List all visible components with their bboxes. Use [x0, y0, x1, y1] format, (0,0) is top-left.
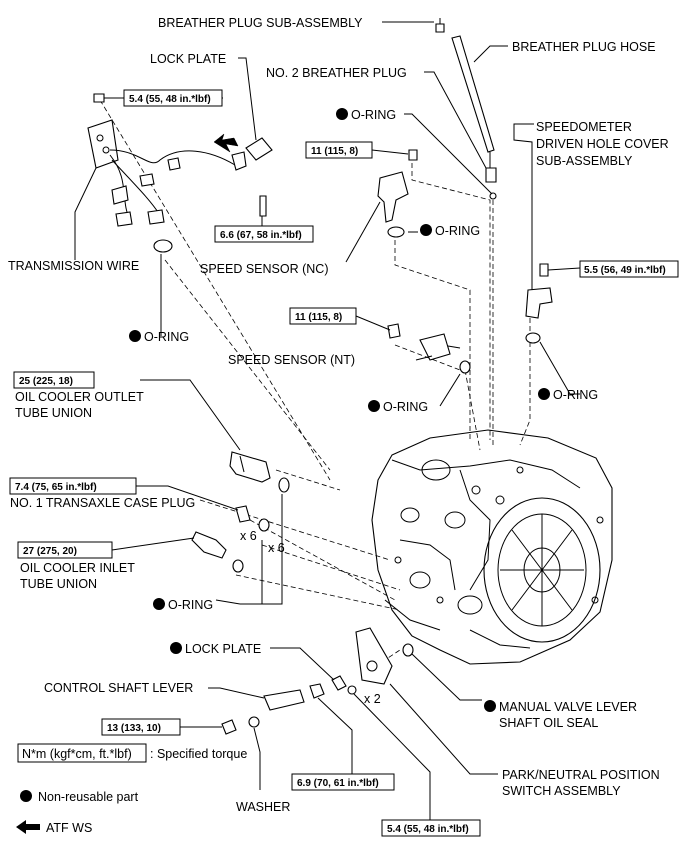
- label-oil-cooler-outlet-1: OIL COOLER OUTLET: [15, 390, 144, 404]
- torque-outlet-union: 25 (225, 18): [19, 376, 73, 387]
- label-speedometer-3: SUB-ASSEMBLY: [536, 154, 633, 168]
- label-speed-sensor-nt: SPEED SENSOR (NT): [228, 353, 355, 367]
- torque-speed-sensor-nc: 11 (115, 8): [311, 146, 358, 157]
- label-lock-plate-top: LOCK PLATE: [150, 52, 226, 66]
- part-labels: BREATHER PLUG SUB-ASSEMBLY BREATHER PLUG…: [8, 16, 669, 814]
- legend-unit-text: N*m (kgf*cm, ft.*lbf): [22, 747, 132, 761]
- torque-speed-sensor-nt: 11 (115, 8): [295, 312, 342, 323]
- torque-pn-switch: 5.4 (55, 48 in.*lbf): [387, 824, 469, 835]
- legend-non-reusable-icon: [20, 790, 32, 802]
- legend-unit-box: [17, 743, 147, 763]
- torque-boxes: 5.4 (55, 48 in.*lbf) 6.6 (67, 58 in.*lbf…: [9, 89, 679, 837]
- torque-box-transmission-wire: [123, 89, 223, 107]
- label-lock-plate-bottom: LOCK PLATE: [185, 642, 261, 656]
- torque-box-lock-plate: [214, 225, 314, 243]
- legend: N*m (kgf*cm, ft.*lbf) : Specified torque…: [16, 743, 247, 835]
- sensor-parts: [377, 149, 553, 374]
- torque-box-pn-switch: [381, 819, 481, 837]
- torque-box-inlet-union: [17, 541, 113, 559]
- non-reusable-mark-a: [336, 108, 348, 120]
- torque-box-outlet-union: [13, 371, 95, 389]
- torque-box-speed-sensor-nc: [305, 141, 373, 159]
- label-speed-sensor-nc: SPEED SENSOR (NC): [200, 262, 329, 276]
- label-oil-cooler-inlet-1: OIL COOLER INLET: [20, 561, 135, 575]
- legend-arrow-icon: [16, 820, 40, 834]
- label-park-neutral-1: PARK/NEUTRAL POSITION: [502, 768, 660, 782]
- label-oring-c: O-RING: [144, 330, 189, 344]
- breather-plug-parts: [435, 18, 497, 200]
- non-reusable-mark-d: [368, 400, 380, 412]
- legend-non-reusable-text: Non-reusable part: [38, 790, 139, 804]
- non-reusable-mark-f: [153, 598, 165, 610]
- transaxle-case: [371, 429, 613, 665]
- legend-unit-desc: : Specified torque: [150, 747, 247, 761]
- label-oring-a: O-RING: [351, 108, 396, 122]
- torque-box-lever-nut: [101, 718, 181, 736]
- torque-lever-nut: 13 (133, 10): [107, 723, 161, 734]
- label-oring-b: O-RING: [435, 224, 480, 238]
- non-reusable-mark-h: [484, 700, 496, 712]
- lower-parts: [221, 627, 414, 735]
- label-no1-case-plug: NO. 1 TRANSAXLE CASE PLUG: [10, 496, 195, 510]
- label-breather-plug-hose: BREATHER PLUG HOSE: [512, 40, 656, 54]
- assembly-lines: [99, 99, 531, 676]
- legend-atf-text: ATF WS: [46, 821, 92, 835]
- non-reusable-mark-e: [538, 388, 550, 400]
- label-breather-plug-sub: BREATHER PLUG SUB-ASSEMBLY: [158, 16, 363, 30]
- torque-box-speed-sensor-nt: [289, 307, 357, 325]
- torque-box-lever-nut2: [291, 773, 395, 791]
- label-park-neutral-2: SWITCH ASSEMBLY: [502, 784, 621, 798]
- leader-lines: [74, 21, 581, 820]
- torque-transmission-wire: 5.4 (55, 48 in.*lbf): [129, 94, 211, 105]
- label-oil-cooler-outlet-2: TUBE UNION: [15, 406, 92, 420]
- label-oring-f: O-RING: [168, 598, 213, 612]
- union-parts: [191, 451, 290, 605]
- torque-speedometer: 5.5 (56, 49 in.*lbf): [584, 265, 666, 276]
- non-reusable-mark-b: [420, 224, 432, 236]
- label-control-shaft-lever: CONTROL SHAFT LEVER: [44, 681, 193, 695]
- torque-lever-nut2: 6.9 (70, 61 in.*lbf): [297, 778, 379, 789]
- label-oil-cooler-inlet-2: TUBE UNION: [20, 577, 97, 591]
- label-x6-a: x 6: [240, 529, 257, 543]
- non-reusable-mark-g: [170, 642, 182, 654]
- label-oring-d: O-RING: [383, 400, 428, 414]
- label-manual-valve-1: MANUAL VALVE LEVER: [499, 700, 637, 714]
- label-transmission-wire: TRANSMISSION WIRE: [8, 259, 139, 273]
- label-no2-breather-plug: NO. 2 BREATHER PLUG: [266, 66, 407, 80]
- label-washer: WASHER: [236, 800, 290, 814]
- label-x2: x 2: [364, 692, 381, 706]
- transmission-wire-parts: [87, 93, 273, 253]
- torque-box-case-plug: [9, 477, 137, 495]
- torque-inlet-union: 27 (275, 20): [23, 546, 77, 557]
- label-manual-valve-2: SHAFT OIL SEAL: [499, 716, 598, 730]
- torque-lock-plate: 6.6 (67, 58 in.*lbf): [220, 230, 302, 241]
- label-speedometer-1: SPEEDOMETER: [536, 120, 632, 134]
- torque-case-plug: 7.4 (75, 65 in.*lbf): [15, 482, 97, 493]
- torque-box-speedometer: [579, 260, 679, 278]
- non-reusable-mark-c: [129, 330, 141, 342]
- label-x6-b: x 6: [268, 541, 285, 555]
- label-oring-e: O-RING: [553, 388, 598, 402]
- label-speedometer-2: DRIVEN HOLE COVER: [536, 137, 669, 151]
